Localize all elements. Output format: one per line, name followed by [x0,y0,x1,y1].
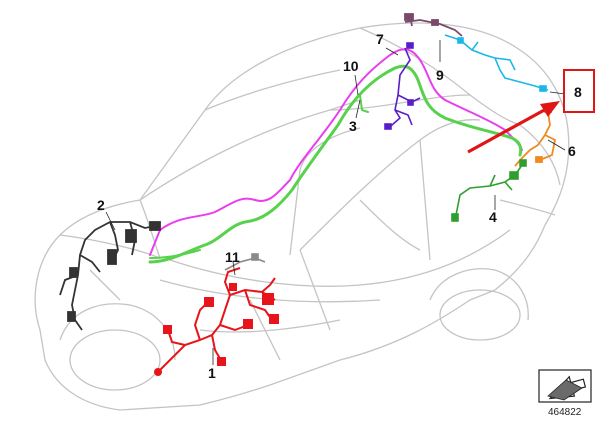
harness-9 [404,13,463,37]
harness-11 [224,253,266,271]
callout-11[interactable]: 11 [225,249,240,265]
harness-7 [384,42,421,130]
leader-lines [105,40,566,365]
harness-tailgate [444,34,549,92]
harness-2 [59,221,161,331]
harness-4 [451,159,527,222]
callout-3[interactable]: 3 [349,118,357,134]
highlight-box [563,69,595,113]
callout-4[interactable]: 4 [489,209,497,225]
pointer-arrow-icon [467,101,560,154]
callout-6[interactable]: 6 [568,143,576,159]
callout-7[interactable]: 7 [376,31,384,47]
callout-9[interactable]: 9 [436,67,444,83]
harness-roof-loop [148,48,523,264]
callout-8[interactable]: 8 [574,84,582,100]
callout-1[interactable]: 1 [208,365,216,381]
callout-2[interactable]: 2 [97,197,105,213]
harness-1 [154,267,279,376]
view-direction-icon [538,369,592,403]
callout-10[interactable]: 10 [343,58,359,74]
reference-number: 464822 [548,407,582,418]
